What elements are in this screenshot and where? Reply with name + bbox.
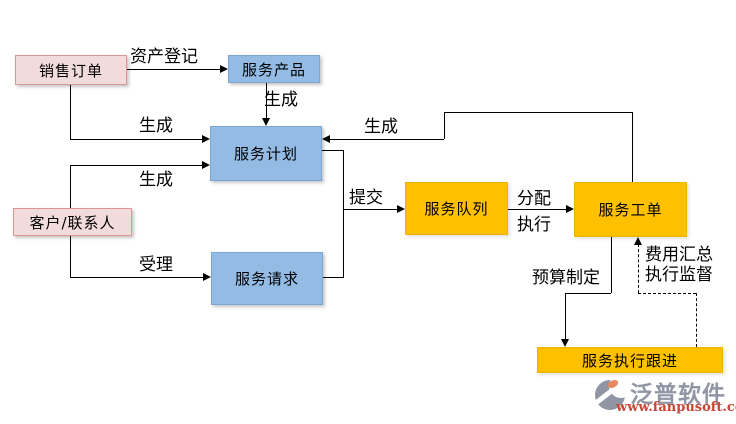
- edge-line: [266, 83, 267, 119]
- arrowhead-down: [262, 118, 270, 126]
- edge-line: [322, 150, 343, 151]
- node-service-plan: 服务计划: [210, 126, 322, 181]
- arrowhead-right: [566, 205, 574, 213]
- edge-line: [330, 139, 444, 140]
- arrowhead-down: [561, 339, 569, 347]
- edge-label-asset-registration: 资产登记: [130, 47, 198, 67]
- edge-label-generate: 生成: [364, 117, 398, 137]
- arrowhead-left: [322, 135, 330, 143]
- edge-line-dashed: [638, 293, 696, 294]
- edge-line: [565, 293, 611, 294]
- logo-website: www.fanpusoft.com: [616, 400, 736, 415]
- node-service-work-order: 服务工单: [574, 182, 687, 237]
- fanpu-watermark: 泛普软件 www.fanpusoft.com: [592, 374, 736, 420]
- edge-line: [632, 112, 633, 182]
- edge-line: [444, 112, 633, 113]
- edge-line: [611, 237, 612, 293]
- arrowhead-up: [634, 237, 642, 245]
- arrowhead-right: [397, 205, 405, 213]
- edge-line: [70, 236, 71, 277]
- node-service-request: 服务请求: [211, 252, 323, 305]
- edge-line: [70, 85, 71, 139]
- edge-line-dashed: [696, 293, 697, 347]
- edge-label-generate: 生成: [139, 116, 173, 136]
- edge-line: [343, 209, 398, 210]
- edge-line: [70, 165, 203, 166]
- edge-line: [323, 277, 343, 278]
- edge-line: [70, 139, 203, 140]
- node-customer-contact: 客户/联系人: [13, 208, 132, 236]
- edge-line-dashed: [638, 244, 639, 293]
- arrowhead-right: [202, 135, 210, 143]
- node-service-product: 服务产品: [228, 55, 320, 83]
- node-sales-order: 销售订单: [15, 55, 127, 85]
- fanpu-logo-icon: [594, 376, 632, 410]
- arrowhead-right: [203, 273, 211, 281]
- node-service-follow-up: 服务执行跟进: [537, 347, 723, 373]
- arrowhead-right: [220, 65, 228, 73]
- edge-line: [70, 165, 71, 208]
- edge-label-generate: 生成: [139, 170, 173, 190]
- arrowhead-right: [202, 161, 210, 169]
- edge-label-budget-planning: 预算制定: [532, 268, 600, 288]
- node-service-queue: 服务队列: [405, 182, 508, 235]
- edge-label-generate: 生成: [264, 90, 298, 110]
- edge-line: [508, 209, 567, 210]
- logo-text: 泛普软件: [630, 382, 726, 408]
- edge-line: [565, 293, 566, 340]
- edge-label-assign: 分配: [517, 189, 551, 209]
- edge-label-submit: 提交: [349, 188, 383, 208]
- edge-line: [127, 69, 221, 70]
- edge-label-execute: 执行: [517, 215, 551, 235]
- edge-label-accept: 受理: [139, 255, 173, 275]
- edge-label-execution-supervision: 执行监督: [645, 265, 713, 285]
- edge-line: [444, 112, 445, 139]
- edge-line: [70, 277, 204, 278]
- edge-line: [343, 150, 344, 278]
- edge-label-cost-summary: 费用汇总: [645, 245, 713, 265]
